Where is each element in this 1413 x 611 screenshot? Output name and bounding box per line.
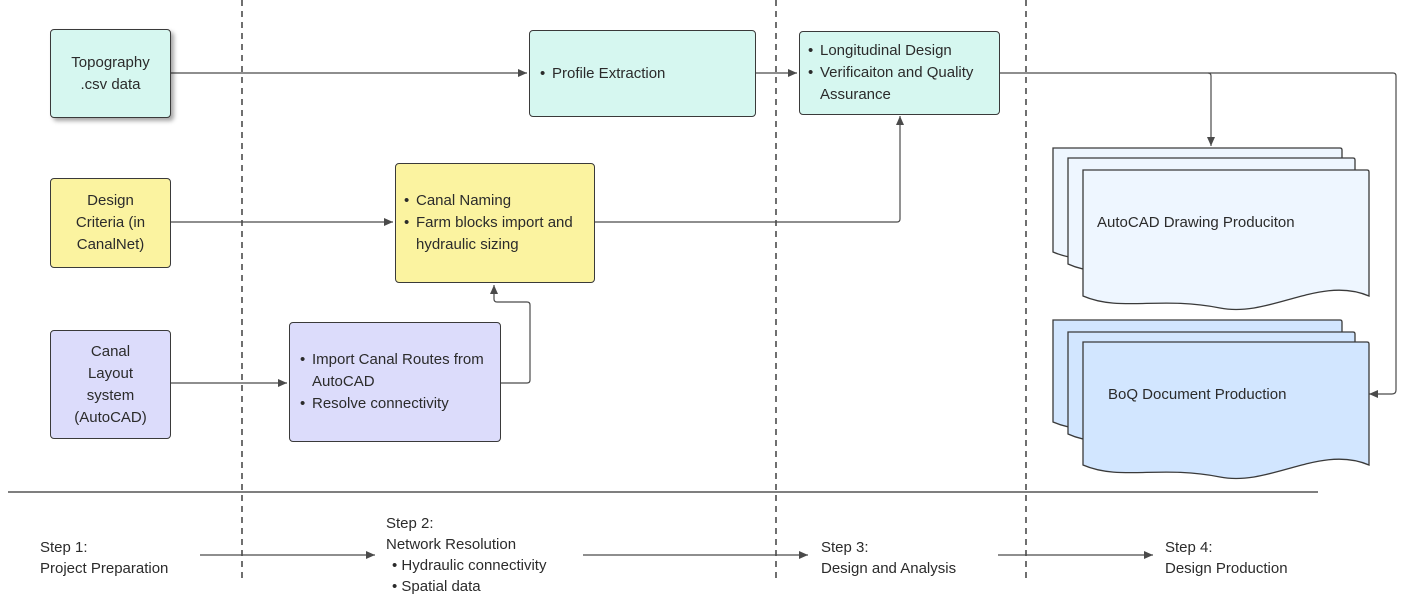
step-3-name: Design and Analysis — [821, 560, 957, 577]
longitudinal-item-2: Verificaiton and Quality Assurance — [806, 62, 993, 106]
step-4-name: Design Production — [1165, 560, 1288, 577]
node-canal-layout-input: Canal Layout system (AutoCAD) — [50, 330, 171, 439]
canal-layout-line-1: Canal — [90, 342, 131, 360]
doc-stack-boq — [1052, 319, 1370, 480]
import-routes-item-2: Resolve connectivity — [298, 393, 492, 415]
canal-layout-line-3: system — [86, 386, 135, 404]
step-1-title: Step 1: — [40, 539, 88, 556]
autocad-drawing-label: AutoCAD Drawing Produciton — [1097, 214, 1295, 231]
edge-naming-to-longitudinal — [595, 116, 904, 223]
step-3-label: Step 3: Design and Analysis — [821, 537, 956, 579]
topography-line-1: Topography — [71, 53, 150, 71]
design-criteria-line-1: Design — [87, 192, 134, 209]
boq-document-label: BoQ Document Production — [1108, 386, 1287, 403]
canal-naming-item-2: Farm blocks import and hydraulic sizing — [402, 212, 586, 256]
canal-layout-line-2: Layout — [87, 364, 134, 382]
step-3-title: Step 3: — [821, 539, 869, 556]
step-4-label: Step 4: Design Production — [1165, 537, 1288, 579]
step-1-name: Project Preparation — [40, 560, 169, 577]
topography-line-2: .csv data — [80, 75, 141, 93]
doc-stack-autocad — [1052, 147, 1370, 311]
import-routes-item-1: Import Canal Routes from AutoCAD — [298, 349, 492, 393]
edge-import-to-naming — [490, 285, 531, 384]
step-4-title: Step 4: — [1165, 539, 1213, 556]
step-2-name: Network Resolution — [386, 536, 517, 553]
node-topography-input: Topography .csv data — [50, 29, 171, 118]
node-canal-naming: Canal Naming Farm blocks import and hydr… — [395, 163, 595, 283]
edge-longitudinal-to-boq — [1208, 72, 1397, 398]
profile-extraction-item: Profile Extraction — [538, 63, 665, 85]
edge-longitudinal-to-drawing — [1000, 72, 1215, 146]
step-2-item-2: Spatial data — [386, 576, 546, 597]
design-criteria-line-2: Criteria (in — [75, 214, 146, 231]
canal-layout-line-4: (AutoCAD) — [74, 408, 147, 426]
node-profile-extraction: Profile Extraction — [529, 30, 756, 117]
longitudinal-item-1: Longitudinal Design — [806, 40, 993, 62]
step-2-label: Step 2: Network Resolution Hydraulic con… — [386, 513, 546, 597]
step-2-title: Step 2: — [386, 515, 434, 532]
node-design-criteria-input: Design Criteria (in CanalNet) — [50, 178, 171, 268]
node-longitudinal-design: Longitudinal Design Verificaiton and Qua… — [799, 31, 1000, 115]
design-criteria-line-3: CanalNet) — [76, 236, 145, 253]
node-import-routes: Import Canal Routes from AutoCAD Resolve… — [289, 322, 501, 442]
canal-naming-item-1: Canal Naming — [402, 190, 586, 212]
step-1-label: Step 1: Project Preparation — [40, 537, 168, 579]
step-2-item-1: Hydraulic connectivity — [386, 555, 546, 576]
